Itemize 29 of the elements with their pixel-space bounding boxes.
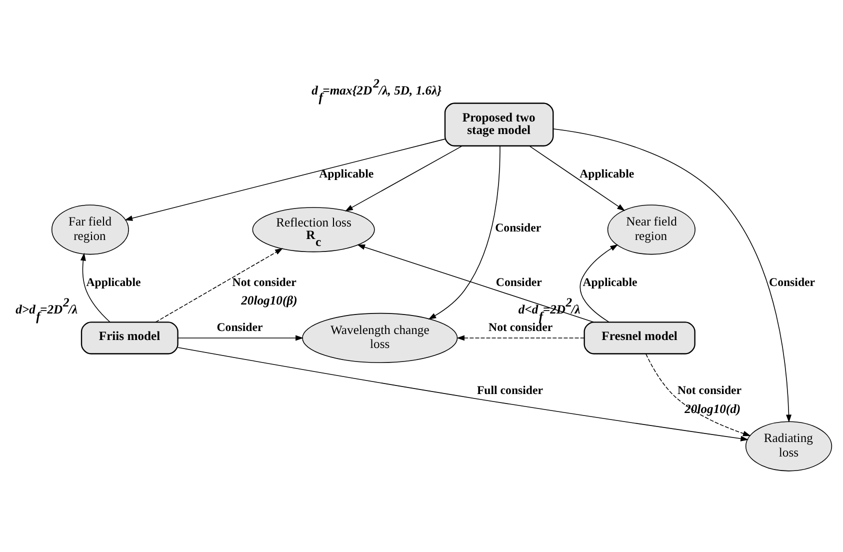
arrow xyxy=(155,248,283,323)
edge-label: Not consider xyxy=(232,274,296,289)
node-box: Friis model xyxy=(80,322,178,354)
node-label: 20log10(d) xyxy=(684,402,741,416)
node-label: 20log10(β) xyxy=(241,294,298,308)
edge-label: Not consider xyxy=(677,383,742,398)
edge-label: Applicable xyxy=(582,274,638,289)
arrow xyxy=(178,347,749,442)
edge-label: Applicable xyxy=(580,166,634,180)
arrow xyxy=(124,138,446,221)
node-box: Fresnel model xyxy=(584,322,696,354)
edge-label: Consider xyxy=(495,220,542,235)
arrow xyxy=(80,252,110,323)
arrow xyxy=(580,244,618,322)
node-ellipse: Far field region xyxy=(51,204,129,255)
edge-label: Applicable xyxy=(86,274,141,289)
edge-label: Applicable xyxy=(319,166,374,180)
edge-label: Full consider xyxy=(476,383,544,398)
arrow xyxy=(428,146,500,320)
arrow xyxy=(345,146,463,212)
edge-label: Consider xyxy=(496,274,542,289)
arrow xyxy=(646,354,751,436)
node-ellipse: Radiating loss xyxy=(745,421,832,472)
edge-label: Consider xyxy=(769,274,816,289)
arrow xyxy=(529,146,626,211)
arrow xyxy=(178,335,304,341)
node-box: Proposed two stage model xyxy=(444,102,554,146)
edge-label: Consider xyxy=(216,320,263,334)
arrow xyxy=(456,335,585,341)
